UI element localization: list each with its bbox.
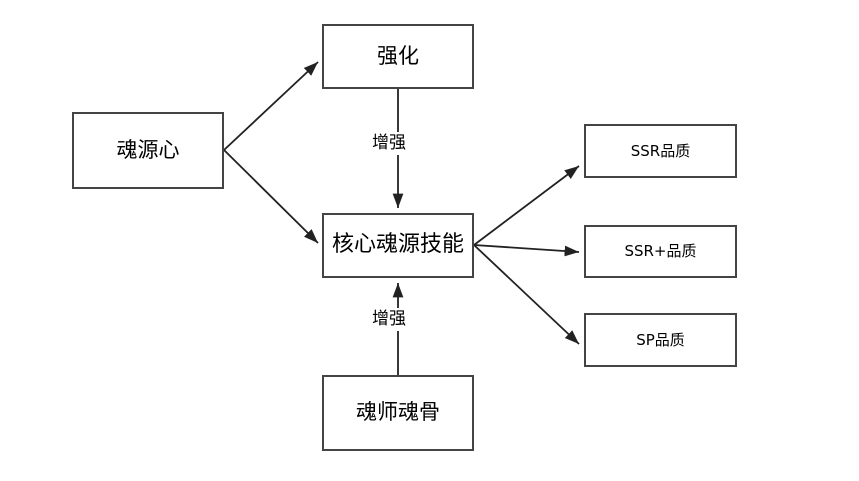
node-enhance-label: 强化 bbox=[377, 43, 419, 68]
node-quality-ssr-plus-label: SSR+品质 bbox=[624, 242, 697, 261]
node-quality-ssr[interactable]: SSR品质 bbox=[584, 124, 737, 178]
edge-label-enhance-bottom: 增强 bbox=[367, 308, 411, 331]
node-core-soul-source-skill-label: 核心魂源技能 bbox=[331, 232, 464, 258]
edge-core-to-sp bbox=[473, 244, 580, 345]
edge-core-to-ssr bbox=[473, 165, 580, 246]
node-soul-master-soul-bone[interactable]: 魂师魂骨 bbox=[322, 375, 474, 451]
node-quality-ssr-label: SSR品质 bbox=[630, 141, 691, 160]
node-quality-sp[interactable]: SP品质 bbox=[584, 313, 737, 367]
node-soul-source-heart-label: 魂源心 bbox=[116, 137, 180, 162]
edge-label-enhance-top: 增强 bbox=[367, 132, 411, 155]
node-quality-sp-label: SP品质 bbox=[636, 330, 685, 349]
node-enhance[interactable]: 强化 bbox=[322, 24, 474, 89]
node-soul-source-heart[interactable]: 魂源心 bbox=[72, 112, 224, 189]
node-quality-ssr-plus[interactable]: SSR+品质 bbox=[584, 225, 737, 278]
node-core-soul-source-skill[interactable]: 核心魂源技能 bbox=[322, 213, 474, 278]
edge-core-to-ssr-plus bbox=[473, 244, 580, 257]
edge-heart-to-core bbox=[223, 149, 319, 244]
edge-heart-to-enhance bbox=[223, 61, 319, 151]
node-soul-master-soul-bone-label: 魂师魂骨 bbox=[356, 400, 440, 425]
